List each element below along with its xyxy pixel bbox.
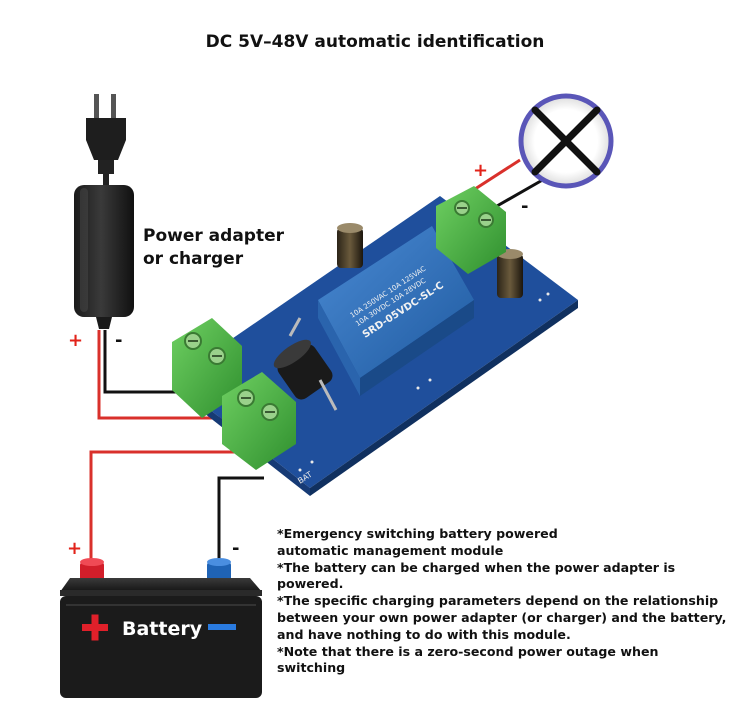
note-line: *Note that there is a zero-second power … <box>277 643 659 659</box>
battery-terminal-block <box>222 372 296 470</box>
adapter-minus-sign: - <box>115 330 123 351</box>
lamp-plus-sign: + <box>473 160 489 181</box>
battery-wires <box>89 450 264 568</box>
power-adapter-label-line1: Power adapter <box>143 226 284 246</box>
diagram-title: DC 5V–48V automatic identification <box>205 32 545 52</box>
feature-notes: *Emergency switching battery powered aut… <box>277 526 747 677</box>
power-adapter-label: Power adapter or charger <box>143 225 313 271</box>
note-line: switching <box>277 660 346 676</box>
adapter-wires <box>97 330 226 420</box>
battery-minus-sign: - <box>232 538 240 559</box>
note-line: and have nothing to do with this module. <box>277 626 571 642</box>
note-line: *The specific charging parameters depend… <box>277 593 719 609</box>
note-line: *Emergency switching battery powered <box>277 526 558 541</box>
note-line: *The battery can be charged when the pow… <box>277 559 676 575</box>
battery-label: Battery <box>122 618 203 640</box>
adapter-plus-sign: + <box>68 330 84 351</box>
input-terminal-block <box>172 318 242 418</box>
battery: Battery <box>60 558 262 698</box>
note-line: automatic management module <box>277 542 504 558</box>
lamp-minus-sign: - <box>521 196 529 217</box>
note-line: powered. <box>277 576 344 592</box>
battery-plus-sign: + <box>67 538 83 559</box>
power-adapter-label-line2: or charger <box>143 249 244 269</box>
power-adapter <box>74 94 134 329</box>
note-line: between your own power adapter (or charg… <box>277 609 727 625</box>
output-terminal-block <box>436 186 506 274</box>
relay-module: BAT 10A 250VAC 10A 125VAC 10A 30VDC 10A … <box>172 186 578 496</box>
lamp-symbol <box>518 93 614 189</box>
